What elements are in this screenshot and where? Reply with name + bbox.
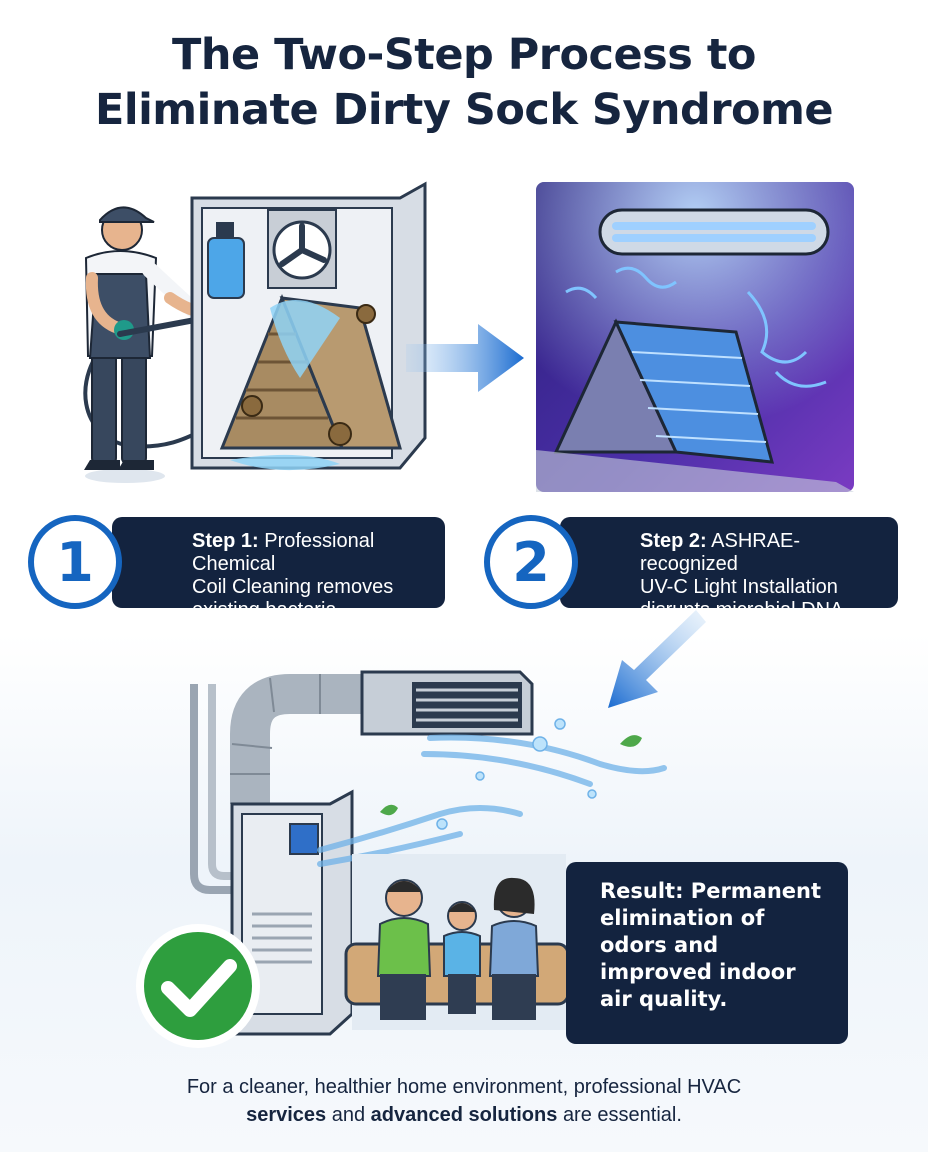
result-illustration bbox=[190, 670, 667, 1036]
result-line-3: odors and bbox=[600, 933, 719, 957]
result-line-4: improved indoor bbox=[600, 960, 796, 984]
step-1-label: Step 1: bbox=[192, 530, 259, 552]
title-line-1: The Two-Step Process to bbox=[172, 30, 756, 80]
result-line-5: air quality. bbox=[600, 987, 728, 1011]
footer-bold-services: services bbox=[246, 1104, 327, 1126]
step-1-number: 1 bbox=[28, 515, 122, 609]
uv-light-icon bbox=[598, 208, 830, 256]
hvac-furnace-icon bbox=[190, 670, 534, 1036]
footer-text: For a cleaner, healthier home environmen… bbox=[0, 1073, 928, 1129]
title-line-2: Eliminate Dirty Sock Syndrome bbox=[94, 85, 834, 135]
step-2-line-1: ASHRAE-recognized bbox=[640, 530, 801, 575]
family-icon bbox=[344, 854, 570, 1030]
arrow-icon bbox=[608, 610, 706, 708]
result-box: Result: Permanent elimination of odors a… bbox=[566, 862, 848, 1044]
coil-cleaning-illustration bbox=[83, 181, 427, 483]
footer-line-1: For a cleaner, healthier home environmen… bbox=[186, 1076, 742, 1098]
result-line-2: elimination of bbox=[600, 906, 765, 930]
result-line-1: Result: Permanent bbox=[600, 879, 822, 903]
step-1-line-2: Coil Cleaning removes bbox=[192, 576, 394, 598]
checkmark-icon bbox=[136, 924, 260, 1048]
dna-icon bbox=[565, 266, 827, 388]
step-1-box: Step 1: Professional Chemical Coil Clean… bbox=[112, 517, 445, 621]
step-2-line-2: UV-C Light Installation bbox=[640, 576, 838, 598]
coil-cleaning-icon bbox=[190, 181, 427, 471]
step-2-box: Step 2: ASHRAE-recognized UV-C Light Ins… bbox=[560, 517, 898, 621]
step-1-line-1: Professional Chemical bbox=[192, 530, 375, 575]
footer-line-2: services and advanced solutions are esse… bbox=[246, 1104, 682, 1126]
arrow-icon bbox=[406, 324, 524, 392]
step-2-label: Step 2: bbox=[640, 530, 707, 552]
step-1-line-3: existing bacteria. bbox=[192, 599, 343, 621]
footer-bold-solutions: advanced solutions bbox=[370, 1104, 558, 1126]
uv-light-illustration bbox=[536, 182, 854, 492]
page-title: The Two-Step Process to Eliminate Dirty … bbox=[0, 28, 928, 138]
step-2-number: 2 bbox=[484, 515, 578, 609]
